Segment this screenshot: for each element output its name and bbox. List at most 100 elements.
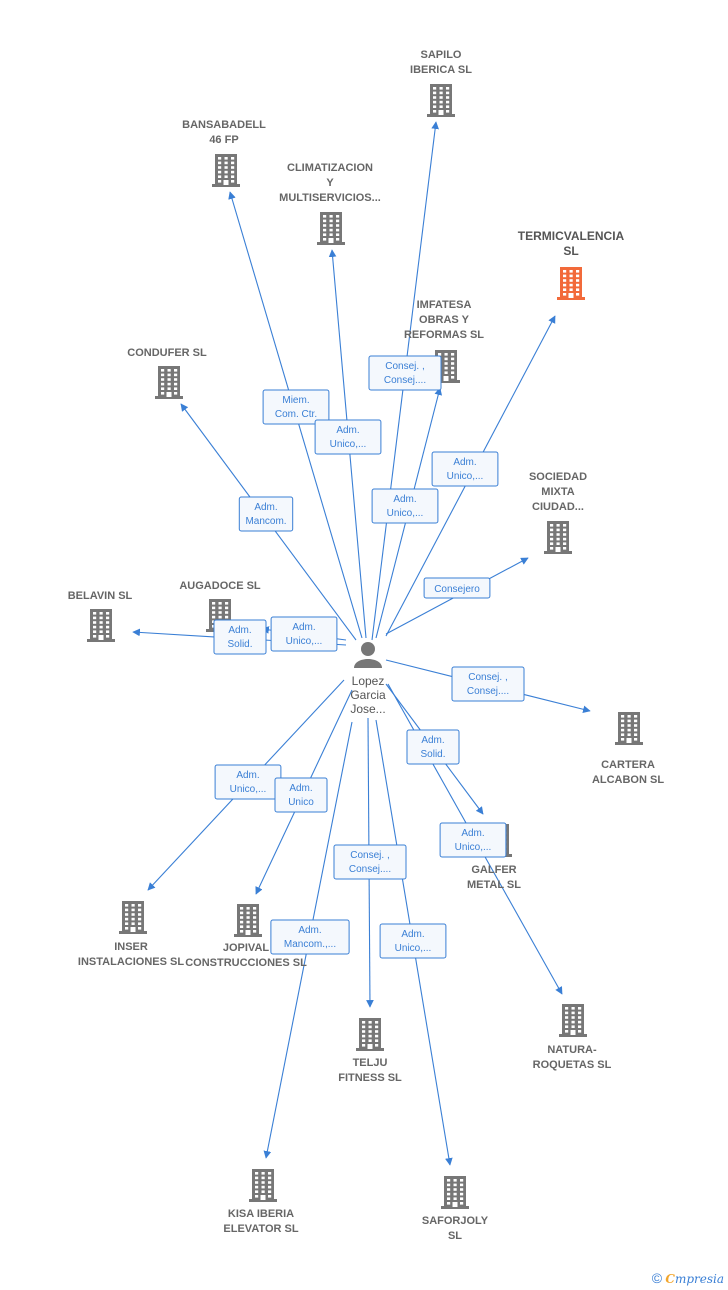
building-icon[interactable] xyxy=(87,609,115,642)
company-label-termicvalencia[interactable]: TERMICVALENCIA xyxy=(518,229,625,243)
role-box xyxy=(451,666,525,702)
role-text: Consej. , xyxy=(468,672,507,683)
role-box xyxy=(333,844,407,880)
company-label-imfatesa[interactable]: OBRAS Y xyxy=(419,314,470,326)
company-label-termicvalencia[interactable]: SL xyxy=(563,244,578,258)
company-label-climatizacion[interactable]: CLIMATIZACION xyxy=(287,162,373,174)
company-label-galfer[interactable]: GALFER xyxy=(471,864,516,876)
building-icon[interactable] xyxy=(441,1176,469,1209)
role-text: Unico xyxy=(288,797,314,808)
role-text: Unico,... xyxy=(455,842,492,853)
role-label-sapilo[interactable]: Consej. ,Consej.... xyxy=(368,355,442,391)
role-label-jopival[interactable]: Adm. Unico xyxy=(274,777,328,813)
role-text: Unico,... xyxy=(286,636,323,647)
role-text: Adm. xyxy=(393,494,416,505)
company-label-sapilo[interactable]: IBERICA SL xyxy=(410,64,472,76)
building-icon[interactable] xyxy=(356,1018,384,1051)
company-label-galfer[interactable]: METAL SL xyxy=(467,879,521,891)
role-box xyxy=(270,919,350,955)
company-label-saforjoly[interactable]: SAFORJOLY xyxy=(422,1215,489,1227)
building-icon[interactable] xyxy=(615,712,643,745)
company-label-inser[interactable]: INSER xyxy=(114,941,148,953)
role-label-climatizacion[interactable]: Adm.Unico,... xyxy=(314,419,382,455)
company-label-sapilo[interactable]: SAPILO xyxy=(421,49,462,61)
building-icon[interactable] xyxy=(234,904,262,937)
company-label-teljo[interactable]: FITNESS SL xyxy=(338,1072,402,1084)
company-label-bansabadell[interactable]: BANSABADELL xyxy=(182,119,266,131)
building-icon[interactable] xyxy=(559,1004,587,1037)
role-text: Unico,... xyxy=(395,943,432,954)
person-label[interactable]: Garcia xyxy=(350,688,386,702)
company-label-natura[interactable]: NATURA- xyxy=(547,1044,597,1056)
company-label-kisa[interactable]: ELEVATOR SL xyxy=(223,1223,298,1235)
role-text: Mancom. xyxy=(245,516,286,527)
copyright-icon: © xyxy=(651,1270,663,1286)
role-box xyxy=(262,389,330,425)
role-label-cartera[interactable]: Consej. ,Consej.... xyxy=(451,666,525,702)
company-label-natura[interactable]: ROQUETAS SL xyxy=(533,1059,612,1071)
building-icon[interactable] xyxy=(544,521,572,554)
role-label-galfer[interactable]: Adm.Solid. xyxy=(406,729,460,765)
role-box xyxy=(406,729,460,765)
role-text: Adm. xyxy=(298,925,321,936)
building-icon[interactable] xyxy=(119,901,147,934)
brand-initial: C xyxy=(665,1272,675,1286)
role-text: Unico,... xyxy=(447,471,484,482)
role-label-saforjoly[interactable]: Adm.Unico,... xyxy=(379,923,447,959)
role-label-teljo[interactable]: Consej. , Consej.... xyxy=(333,844,407,880)
role-box xyxy=(423,577,491,599)
building-icon[interactable] xyxy=(212,154,240,187)
role-text: Consej.... xyxy=(349,864,391,875)
building-icon[interactable] xyxy=(317,212,345,245)
role-label-inser[interactable]: Adm.Unico,... xyxy=(214,764,282,800)
person-label[interactable]: Jose... xyxy=(350,702,385,716)
role-text: Adm. xyxy=(289,783,312,794)
company-label-inser[interactable]: INSTALACIONES SL xyxy=(78,956,184,968)
building-icon[interactable] xyxy=(249,1169,277,1202)
role-label-imfatesa[interactable]: Adm. Unico,... xyxy=(371,488,439,524)
company-label-bansabadell[interactable]: 46 FP xyxy=(209,134,238,146)
role-text: Com. Ctr. xyxy=(275,409,317,420)
company-label-jopival[interactable]: CONSTRUCCIONES SL xyxy=(185,957,307,969)
building-icon[interactable] xyxy=(557,267,585,300)
company-label-condufer[interactable]: CONDUFER SL xyxy=(127,347,207,359)
company-label-belavin[interactable]: BELAVIN SL xyxy=(68,590,133,602)
role-label-kisa[interactable]: Adm.Mancom.,... xyxy=(270,919,350,955)
company-label-cartera[interactable]: ALCABON SL xyxy=(592,774,664,786)
building-icon[interactable] xyxy=(155,366,183,399)
company-label-imfatesa[interactable]: IMFATESA xyxy=(417,299,472,311)
role-box xyxy=(238,496,294,532)
role-label-augadoce[interactable]: Adm.Unico,... xyxy=(270,616,338,652)
role-label-belavin[interactable]: Adm.Solid. xyxy=(213,619,267,655)
company-label-teljo[interactable]: TELJU xyxy=(353,1057,388,1069)
company-label-jopival[interactable]: JOPIVAL xyxy=(223,942,270,954)
company-label-kisa[interactable]: KISA IBERIA xyxy=(228,1208,294,1220)
role-label-condufer[interactable]: Adm. Mancom. xyxy=(238,496,294,532)
role-label-natura[interactable]: Adm. Unico,... xyxy=(439,822,507,858)
role-box xyxy=(213,619,267,655)
footer-brand[interactable]: © Cmpresia xyxy=(652,1270,724,1286)
person-node[interactable]: LopezGarciaJose... xyxy=(350,642,386,716)
company-label-climatizacion[interactable]: Y xyxy=(326,177,334,189)
role-label-bansabadell[interactable]: Miem.Com. Ctr. xyxy=(262,389,330,425)
company-label-sociedad[interactable]: CIUDAD... xyxy=(532,501,584,513)
role-text: Unico,... xyxy=(387,508,424,519)
role-text: Consej. , xyxy=(350,850,389,861)
role-label-sociedad[interactable]: Consejero xyxy=(423,577,491,599)
role-text: Consej.... xyxy=(384,375,426,386)
person-label[interactable]: Lopez xyxy=(352,674,385,688)
role-text: Adm. xyxy=(228,625,251,636)
company-label-augadoce[interactable]: AUGADOCE SL xyxy=(179,580,261,592)
company-label-climatizacion[interactable]: MULTISERVICIOS... xyxy=(279,192,381,204)
role-text: Adm. xyxy=(461,828,484,839)
company-label-cartera[interactable]: CARTERA xyxy=(601,759,655,771)
company-label-sociedad[interactable]: SOCIEDAD xyxy=(529,471,587,483)
company-label-saforjoly[interactable]: SL xyxy=(448,1230,462,1242)
role-box xyxy=(314,419,382,455)
role-text: Adm. xyxy=(254,502,277,513)
building-icon[interactable] xyxy=(427,84,455,117)
role-text: Unico,... xyxy=(330,439,367,450)
company-label-imfatesa[interactable]: REFORMAS SL xyxy=(404,329,484,341)
company-label-sociedad[interactable]: MIXTA xyxy=(541,486,574,498)
role-label-termicvalencia[interactable]: Adm.Unico,... xyxy=(431,451,499,487)
